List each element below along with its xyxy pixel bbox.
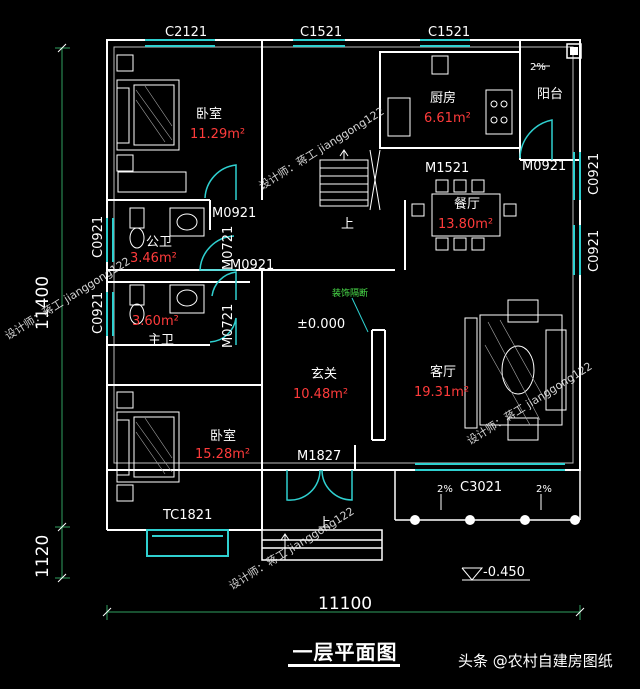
door-m0921-label-corridor: M0921 xyxy=(230,258,274,273)
slope-label-porch-left: 2% xyxy=(437,484,453,495)
stair-up-label: 上 xyxy=(341,217,354,232)
window-c1521-label-b: C1521 xyxy=(428,25,470,40)
window-c0921-label-left-2: C0921 xyxy=(91,292,106,334)
doors xyxy=(199,119,553,501)
window-c2121-label: C2121 xyxy=(165,25,207,40)
door-m1827-label: M1827 xyxy=(297,449,341,464)
room-name-balcony: 阳台 xyxy=(537,87,563,102)
room-area-dining: 13.80m² xyxy=(438,217,493,232)
room-name-master-bath: 主卫 xyxy=(148,333,174,348)
dimension-height-porch-label: 1120 xyxy=(33,535,53,578)
source-credit: 头条 @农村自建房图纸 xyxy=(458,652,613,670)
window-tc1821-label: TC1821 xyxy=(162,508,212,523)
door-m0721-label-a: M0721 xyxy=(221,226,236,270)
level-zero-label: ±0.000 xyxy=(297,317,345,332)
window-c1521-label-a: C1521 xyxy=(300,25,342,40)
room-name-foyer: 玄关 xyxy=(311,367,337,382)
window-c0921-label-left-1: C0921 xyxy=(91,216,106,258)
dimension-lines xyxy=(55,47,581,620)
door-m0721-label-b: M0721 xyxy=(221,304,236,348)
window-c3021-label: C3021 xyxy=(460,480,502,495)
room-area-kitchen: 6.61m² xyxy=(424,111,471,126)
room-area-bedroom-top: 11.29m² xyxy=(190,127,245,142)
plan-title-underline xyxy=(288,664,400,667)
window-c0921-label-right-1: C0921 xyxy=(587,153,602,195)
door-m1521-label: M1521 xyxy=(425,161,469,176)
plan-title: 一层平面图 xyxy=(292,640,398,664)
room-name-bedroom-top: 卧室 xyxy=(196,106,222,122)
decor-screen-label: 装饰隔断 xyxy=(332,287,368,299)
room-name-bedroom-bottom: 卧室 xyxy=(210,428,236,444)
dimension-height-main-label: 11400 xyxy=(33,276,53,330)
window-c0921-label-right-2: C0921 xyxy=(587,230,602,272)
slope-label-porch-right: 2% xyxy=(536,484,552,495)
room-area-living: 19.31m² xyxy=(414,385,469,400)
room-area-public-bath: 3.46m² xyxy=(130,251,177,266)
room-name-kitchen: 厨房 xyxy=(430,90,456,106)
watermark-1: 设计师：蒋工 jianggong122 xyxy=(257,105,387,193)
level-minus-label: -0.450 xyxy=(483,565,525,580)
room-name-living: 客厅 xyxy=(430,364,456,380)
door-m0921-label-bath: M0921 xyxy=(212,206,256,221)
room-area-bedroom-bottom: 15.28m² xyxy=(195,447,250,462)
room-name-public-bath: 公卫 xyxy=(146,235,172,250)
stair xyxy=(280,149,381,560)
door-m0921-label-balcony: M0921 xyxy=(522,159,566,174)
interior-walls xyxy=(107,40,580,471)
windows xyxy=(106,39,581,557)
furniture xyxy=(116,54,567,502)
room-area-master-bath: 3.60m² xyxy=(132,314,179,329)
slope-label-balcony: 2% xyxy=(530,62,546,73)
stair-up-label-porch: 上 xyxy=(318,516,331,531)
dimension-width-label: 11100 xyxy=(318,594,372,614)
room-name-dining: 餐厅 xyxy=(454,196,480,212)
room-area-foyer: 10.48m² xyxy=(293,387,348,402)
